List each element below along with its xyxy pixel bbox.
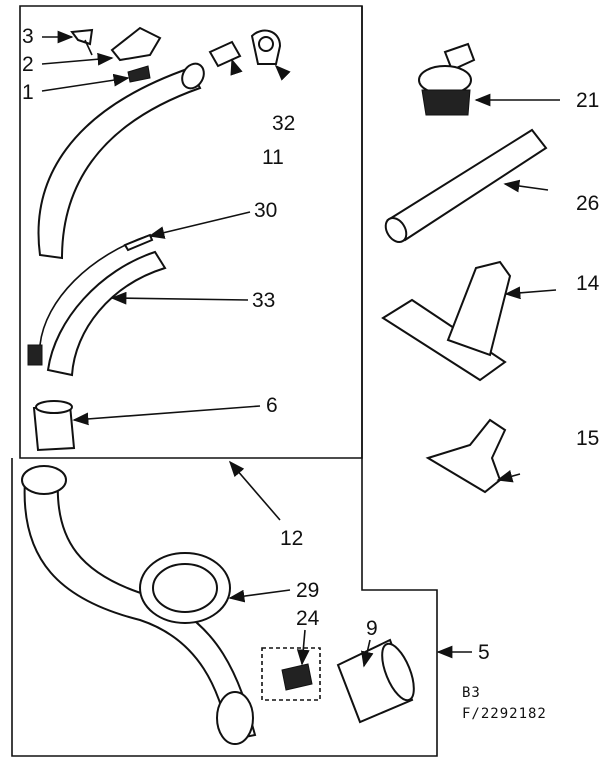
diagram-code-line-2: F/2292182 (462, 706, 547, 722)
label-29: 29 (296, 579, 319, 602)
label-6: 6 (266, 394, 278, 417)
swivel-part-9 (336, 638, 415, 724)
dusting-brush-part-21 (418, 42, 476, 116)
label-12: 12 (280, 527, 303, 550)
label-2: 2 (22, 53, 34, 76)
connector-part-32b (250, 29, 282, 65)
connector-left (27, 344, 43, 366)
coiled-hose-part-29 (21, 465, 257, 745)
hose-handle-tube (37, 62, 205, 260)
outer-assembly-border (11, 6, 438, 757)
connector-part-24 (261, 647, 321, 701)
label-3: 3 (22, 25, 34, 48)
upholstery-tool-part-14 (381, 260, 512, 382)
label-21: 21 (576, 89, 599, 112)
tube-part-33 (46, 250, 167, 377)
label-24: 24 (296, 607, 320, 630)
label-5: 5 (478, 641, 490, 664)
label-26: 26 (576, 192, 599, 215)
clip-part-2 (110, 26, 162, 62)
wire-part-30 (39, 233, 154, 346)
extension-wand-part-26 (384, 128, 548, 244)
crevice-tool-part-15 (425, 418, 507, 494)
diagram-code-line-1: B3 (462, 685, 481, 701)
label-32: 32 (272, 112, 295, 135)
label-1: 1 (22, 81, 34, 104)
screw-part-3 (70, 28, 94, 56)
label-14: 14 (576, 272, 600, 295)
cuff-part-6 (32, 400, 76, 452)
connector-part-32a (208, 40, 242, 68)
label-30: 30 (254, 199, 277, 222)
label-33: 33 (252, 289, 275, 312)
label-15: 15 (576, 427, 599, 450)
label-9: 9 (366, 617, 378, 640)
label-11: 11 (262, 146, 284, 169)
latch-part-1 (127, 65, 151, 83)
